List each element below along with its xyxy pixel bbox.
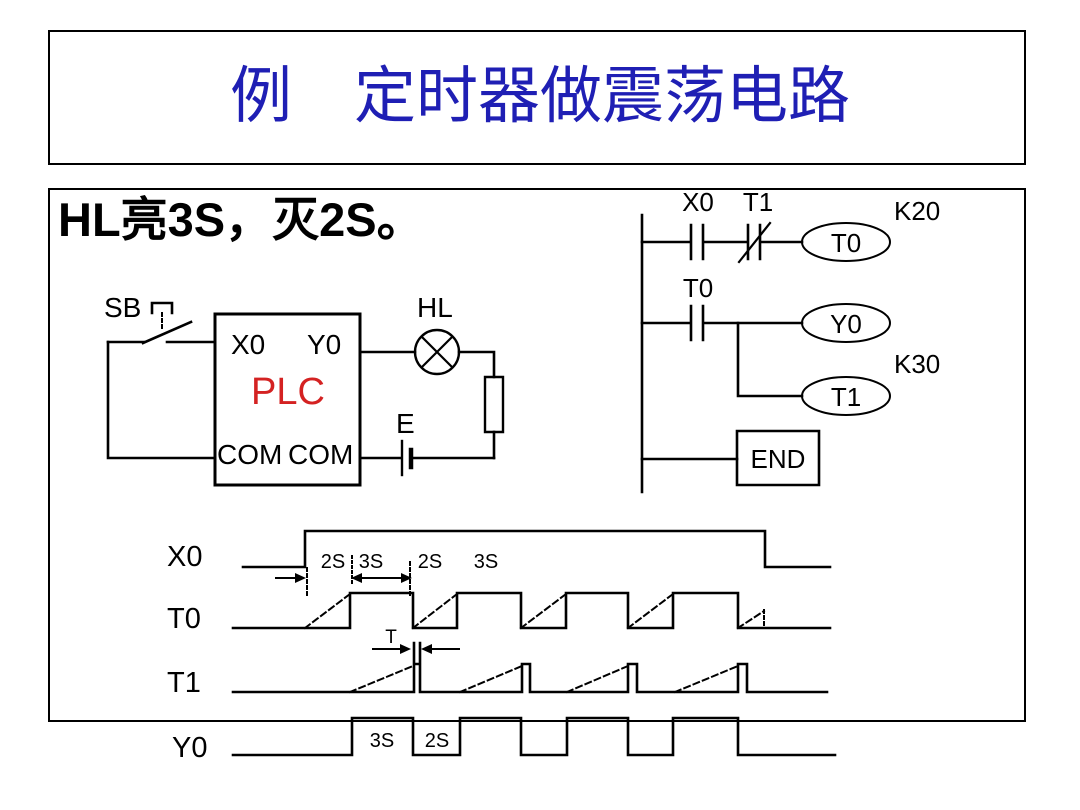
scan-gap-annotation [373, 644, 459, 654]
timing-row-y0: Y0 [172, 732, 208, 764]
battery-label: E [396, 408, 415, 439]
resistor-symbol [485, 377, 503, 432]
coil-y0-label: Y0 [830, 309, 862, 339]
subtitle: HL亮3S，灭2S。 [58, 193, 424, 246]
ladder-contact-t1-label: T1 [742, 187, 774, 217]
timer-preset-k30: K30 [894, 349, 941, 379]
timing-diagram [233, 531, 835, 755]
plc-output-terminal: Y0 [307, 329, 342, 360]
ladder-rung-2 [642, 304, 890, 415]
y0-on-3s-label: 3S [369, 730, 395, 752]
ladder-contact-t0-label: T0 [682, 273, 714, 303]
circuit-diagram [108, 303, 503, 485]
interval-2s-2: 2S [417, 551, 443, 573]
timing-row-t1: T1 [167, 667, 201, 699]
battery-symbol [360, 441, 494, 475]
waveform-x0 [243, 531, 830, 567]
timing-row-t0: T0 [167, 603, 201, 635]
ladder-rung-end [642, 431, 819, 485]
waveform-y0 [233, 718, 835, 755]
timing-annotations [276, 556, 412, 597]
waveform-t0-ramps [305, 594, 764, 628]
pushbutton-switch-symbol [108, 303, 215, 343]
page-title: 例 定时器做震荡电路 [229, 63, 850, 131]
lamp-symbol [360, 330, 494, 377]
coil-t0 [802, 223, 890, 261]
coil-t1-label: T1 [830, 382, 862, 412]
lamp-label: HL [417, 292, 453, 323]
waveform-t1 [233, 643, 827, 692]
plc-com-left: COM [217, 439, 283, 470]
waveform-t1-ramps [350, 666, 738, 692]
interval-3s-1: 3S [358, 551, 384, 573]
scan-gap-t-label: T [385, 627, 397, 648]
coil-y0 [802, 304, 890, 342]
y0-off-2s-label: 2S [424, 730, 450, 752]
plc-name: PLC [251, 371, 325, 413]
interval-3s-2: 3S [473, 551, 499, 573]
ladder-contact-x0-label: X0 [682, 187, 714, 217]
timing-row-x0: X0 [167, 541, 203, 573]
plc-com-right: COM [288, 439, 354, 470]
plc-input-terminal: X0 [231, 329, 266, 360]
content-box [48, 188, 1026, 722]
title-box [48, 30, 1026, 165]
switch-label: SB [104, 292, 142, 323]
end-block-label: END [750, 444, 806, 474]
plc-box-symbol [215, 314, 360, 485]
coil-t0-label: T0 [830, 228, 862, 258]
coil-t1 [802, 377, 890, 415]
ladder-rung-1 [642, 223, 890, 262]
timer-preset-k20: K20 [894, 196, 941, 226]
interval-2s-1: 2S [320, 551, 346, 573]
ladder-diagram [642, 215, 890, 492]
end-block-box [737, 431, 819, 485]
waveform-t0 [233, 593, 830, 628]
